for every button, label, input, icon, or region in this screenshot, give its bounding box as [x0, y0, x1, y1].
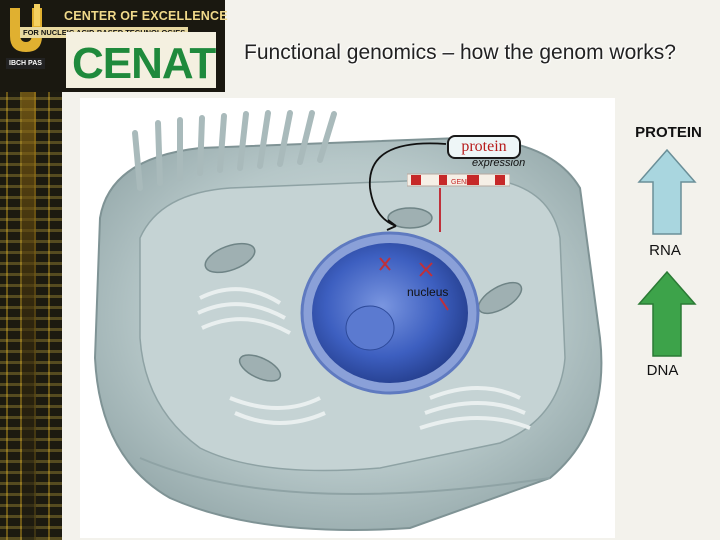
cenat-wordmark-logo: CENAT [66, 32, 216, 88]
institute-label: IBCH PAS [6, 58, 45, 69]
expression-label: expression [472, 157, 525, 169]
flow-rna-label: RNA [630, 242, 700, 259]
dna-to-rna-arrow-icon [637, 270, 697, 358]
nucleus-label: nucleus [407, 285, 448, 299]
cell-illustration [80, 98, 615, 538]
gene-to-nucleus-arrow-icon [430, 188, 450, 238]
flow-dna-label: DNA [630, 362, 695, 379]
gene-bar-icon: GENE [407, 170, 510, 190]
svg-text:CENAT: CENAT [72, 39, 216, 88]
eukaryotic-cell-image [80, 98, 615, 538]
gene-label: GENE [451, 179, 471, 186]
flow-protein-label: PROTEIN [621, 124, 716, 141]
slide-title: Functional genomics – how the genom work… [240, 38, 680, 67]
protein-callout: protein [447, 135, 521, 159]
rna-to-protein-arrow-icon [637, 148, 697, 236]
org-name-line1: CENTER OF EXCELLENCE [64, 9, 228, 23]
logo-banner: CENTER OF EXCELLENCE FOR NUCLEIC ACID-BA… [0, 0, 225, 92]
